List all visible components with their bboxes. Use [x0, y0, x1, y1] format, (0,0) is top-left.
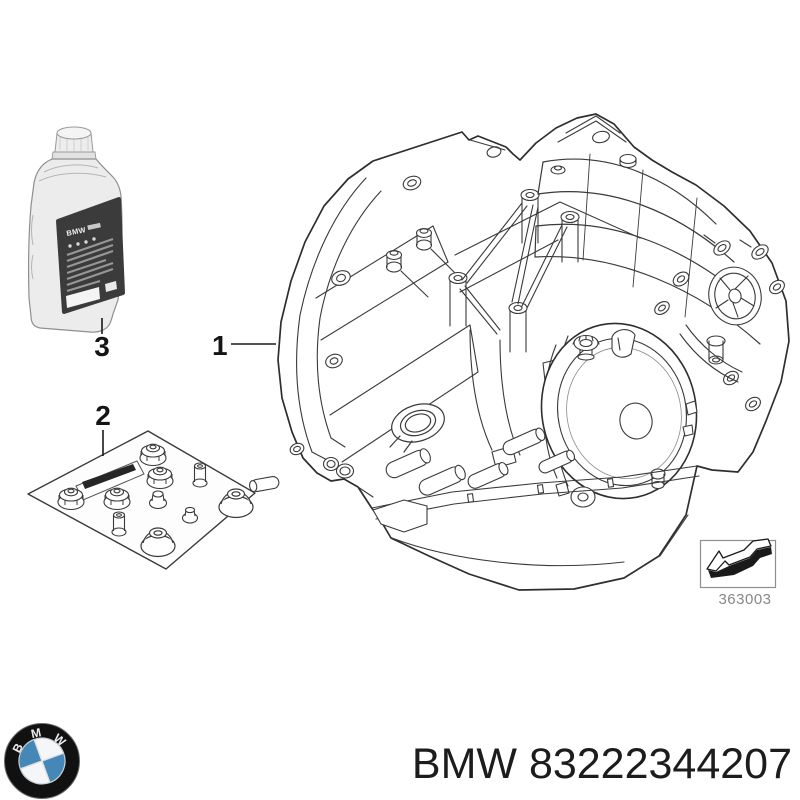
bottle-label-dots [68, 237, 96, 248]
bottle-label-word-block [87, 222, 101, 230]
output-port [389, 403, 445, 453]
roller-pins [249, 427, 576, 496]
logo-letter-m: M [30, 725, 43, 741]
logo-quadrants [18, 737, 66, 785]
diagram-number: 363003 [718, 591, 771, 608]
bottle-label-small-panel [105, 281, 117, 292]
pan-foot [372, 499, 428, 533]
oil-pan [357, 465, 700, 567]
cover-clamp [611, 329, 636, 358]
kit-grommets [140, 488, 254, 558]
filler-cap [572, 334, 600, 361]
kit-nuts [57, 443, 174, 511]
bell-housing [289, 115, 637, 479]
cv-flange [708, 266, 762, 326]
transmission-drawing [249, 113, 790, 591]
callout-2-label: 2 [95, 400, 111, 431]
callout-3-label: 3 [94, 331, 110, 362]
direction-arrow-icon [706, 538, 772, 572]
fastener-kit-panel [27, 430, 256, 570]
kit-plugs [148, 490, 199, 524]
bottle-label-white-panel [66, 287, 100, 308]
callout-2: 2 [95, 400, 111, 456]
cover-hub [619, 402, 653, 440]
kit-studs [111, 462, 208, 537]
bottle-label-text-lines [66, 237, 114, 293]
end-cover [540, 322, 698, 508]
bottle-label-brand-text: BMW [66, 225, 88, 238]
part-number-title: BMW 83222344207 [411, 740, 792, 788]
oil-bottle: BMW [28, 126, 125, 333]
transmission-silhouette [277, 113, 790, 591]
right-side-bosses [654, 234, 785, 412]
callout-1-label: 1 [212, 330, 228, 361]
callout-1: 1 [212, 330, 276, 361]
callout-3: 3 [94, 318, 110, 362]
direction-arrow-box: 363003 [699, 538, 777, 608]
kit-card-strip [82, 464, 136, 489]
direction-arrow-underside [708, 547, 772, 578]
bottle-cap [56, 126, 92, 140]
bmw-logo: B M W [4, 723, 80, 799]
